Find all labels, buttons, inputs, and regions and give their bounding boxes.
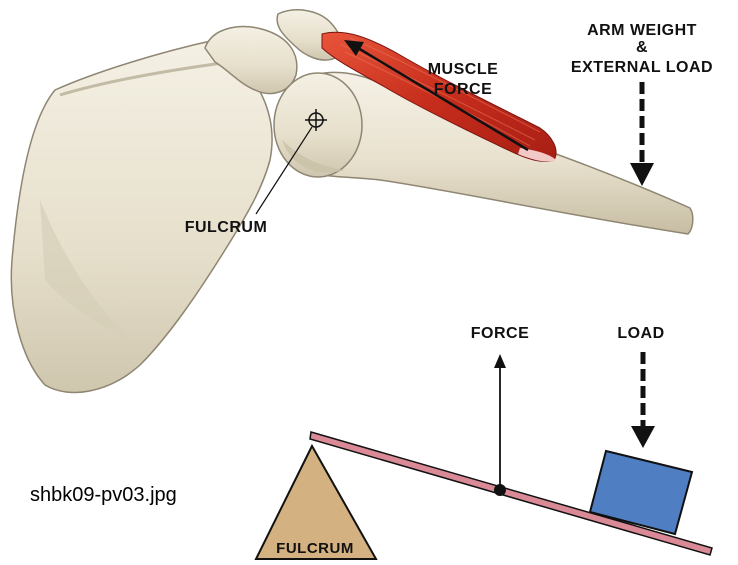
lever-model bbox=[256, 352, 712, 559]
image-caption: shbk09-pv03.jpg bbox=[30, 484, 177, 506]
arm-weight-label-line1: ARM WEIGHT bbox=[587, 22, 697, 39]
arm-weight-label-line3: EXTERNAL LOAD bbox=[571, 59, 713, 76]
humeral-head bbox=[274, 73, 362, 177]
bottom-force-label: FORCE bbox=[471, 325, 530, 342]
muscle-force-label-line1: MUSCLE bbox=[428, 61, 499, 78]
bottom-load-label: LOAD bbox=[617, 325, 664, 342]
arm-weight-label-line2: & bbox=[636, 39, 648, 56]
force-arrowhead bbox=[494, 354, 506, 368]
top-fulcrum-label: FULCRUM bbox=[185, 219, 268, 236]
force-point bbox=[494, 484, 506, 496]
bottom-fulcrum-label: FULCRUM bbox=[276, 540, 354, 557]
scapula bbox=[11, 40, 272, 392]
muscle-force-label-line2: FORCE bbox=[434, 81, 493, 98]
arm-weight-arrow bbox=[630, 82, 654, 186]
load-arrow bbox=[631, 352, 655, 448]
